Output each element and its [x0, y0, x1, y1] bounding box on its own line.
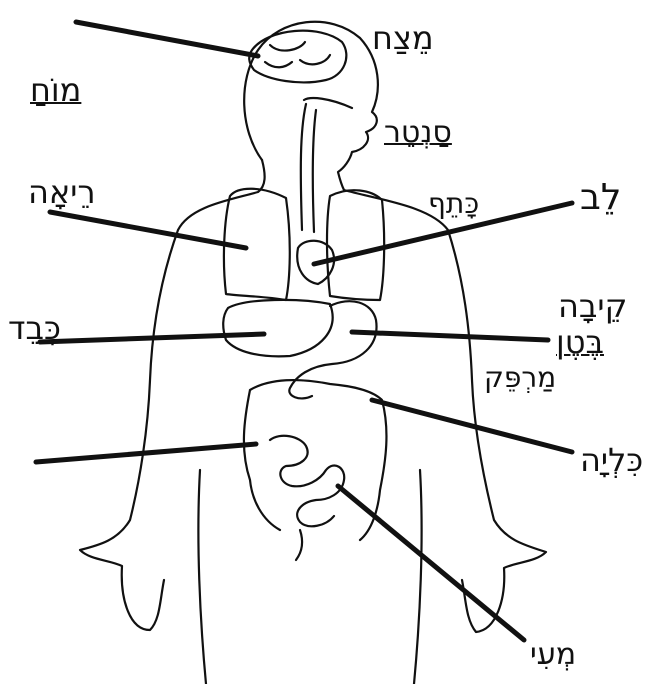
pointer-line-intestine	[338, 486, 524, 640]
label-brain: מוֹחַ	[30, 74, 81, 106]
liver-outline	[223, 300, 332, 356]
body-left-outline	[80, 160, 265, 630]
pointer-line-stomach	[352, 332, 548, 340]
right-lung-outline	[327, 190, 384, 300]
label-liver: כָּבֵד	[8, 312, 61, 344]
label-chin: סַנְטֵר	[384, 118, 452, 148]
small-intestine-outline	[270, 436, 344, 527]
large-intestine-outline	[244, 380, 387, 540]
label-shoulder: כָּתֵף	[428, 190, 479, 218]
brain-outline	[249, 31, 346, 83]
label-heart: לֵב	[580, 180, 621, 216]
label-elbow: מַרְפֵּק	[484, 364, 556, 392]
label-stomach: קֵיבָה	[558, 290, 627, 322]
leg-right-outline	[414, 470, 422, 684]
pointer-line-large-intestine	[36, 444, 256, 462]
pointer-line-brain	[76, 22, 258, 56]
pointer-line-kidney	[372, 400, 572, 452]
body-right-outline	[344, 190, 546, 632]
label-intestine: מְעִי	[530, 640, 576, 670]
label-forehead: מֵצַח	[372, 22, 434, 54]
leg-left-outline	[198, 470, 206, 684]
pointer-line-lung	[50, 212, 246, 248]
label-lung: רֵיאָה	[28, 176, 96, 208]
label-kidney: כִּלְיָה	[580, 444, 643, 476]
label-belly: בֶּטֶן	[556, 326, 604, 358]
